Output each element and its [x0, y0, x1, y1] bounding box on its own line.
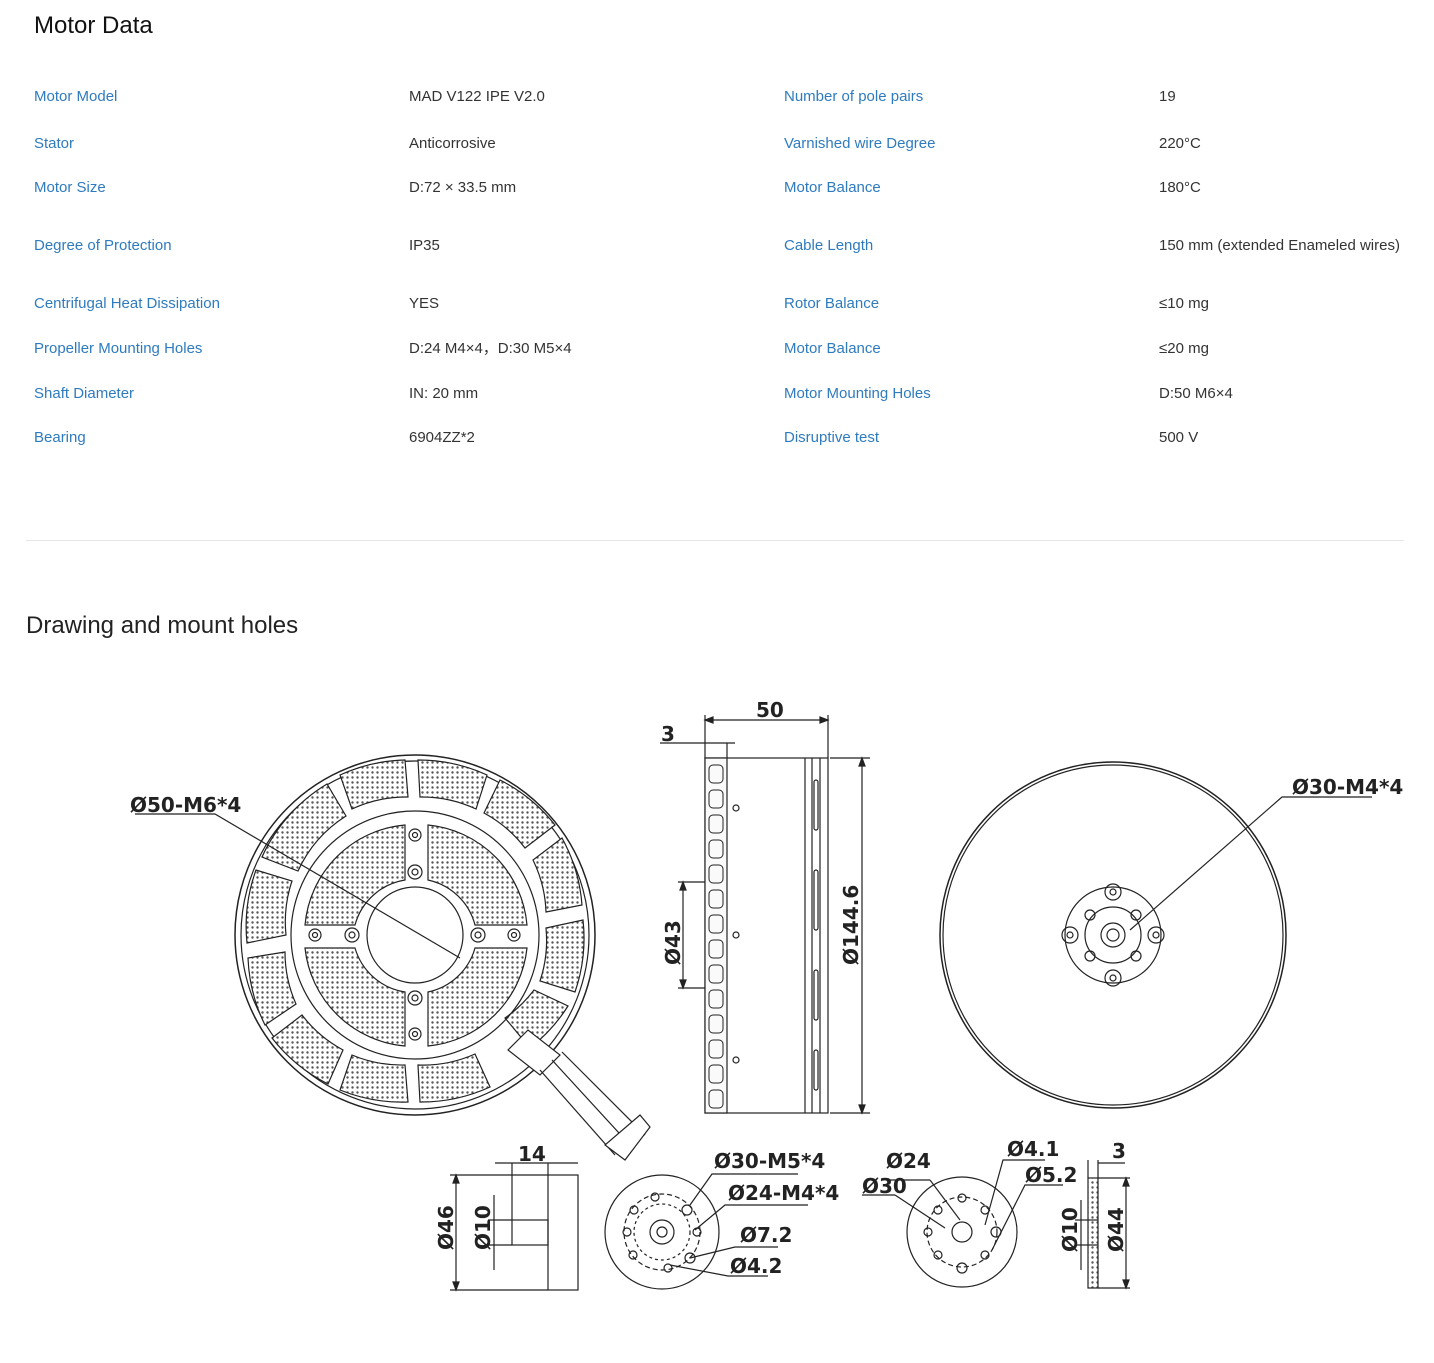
- spec-value: D:24 M4×4，D:30 M5×4: [409, 340, 572, 357]
- spec-value: 6904ZZ*2: [409, 429, 475, 446]
- motor-cable: [507, 1029, 651, 1161]
- spec-label: Motor Size: [34, 179, 106, 196]
- back-view: [939, 761, 1372, 1109]
- dim-side-offset: 3: [661, 722, 675, 746]
- front-view: [135, 754, 651, 1161]
- spec-label: Degree of Protection: [34, 237, 172, 254]
- spec-value: MAD V122 IPE V2.0: [409, 88, 545, 105]
- spec-row: Propeller Mounting Holes D:24 M4×4，D:30 …: [34, 326, 1424, 372]
- spec-value: 150 mm (extended Enameled wires): [1159, 237, 1400, 254]
- spec-value: 180°C: [1159, 179, 1201, 196]
- spec-value: IN: 20 mm: [409, 385, 479, 402]
- spec-label: Motor Balance: [784, 340, 881, 357]
- dim-adapter1-d72: Ø7.2: [740, 1223, 792, 1247]
- dim-plate-inner: Ø10: [1058, 1207, 1082, 1252]
- dim-adapter2-d41: Ø4.1: [1007, 1137, 1059, 1161]
- spec-label: Motor Mounting Holes: [784, 385, 931, 402]
- adapter-plate: [1075, 1160, 1130, 1290]
- spec-value: ≤20 mg: [1159, 340, 1209, 357]
- spec-label: Propeller Mounting Holes: [34, 340, 203, 357]
- dim-side-outer: Ø144.6: [839, 885, 863, 965]
- dim-adapter1-d24: Ø24-M4*4: [728, 1181, 839, 1205]
- dim-adapter1-d30: Ø30-M5*4: [714, 1149, 825, 1173]
- spec-table: Motor Model MAD V122 IPE V2.0 Number of …: [34, 72, 1424, 460]
- spec-label: Motor Balance: [784, 179, 881, 196]
- spec-label: Varnished wire Degree: [784, 135, 936, 152]
- spec-row: Centrifugal Heat Dissipation YES Rotor B…: [34, 282, 1424, 326]
- spec-label: Cable Length: [784, 237, 874, 254]
- motor-technical-drawing: Ø50-M6*4 50 3 Ø43 Ø144.6 Ø30-M4*4 14 Ø46…: [130, 698, 1403, 1292]
- spec-value: ≤10 mg: [1159, 295, 1209, 312]
- stator-windings: [245, 759, 585, 1103]
- dim-plate-outer: Ø44: [1104, 1207, 1128, 1252]
- spec-label: Rotor Balance: [784, 295, 880, 312]
- spec-label: Disruptive test: [784, 429, 880, 446]
- dim-back-holes: Ø30-M4*4: [1292, 775, 1403, 799]
- spec-value: IP35: [409, 237, 440, 254]
- spec-label: Bearing: [34, 429, 86, 446]
- dim-shaft-outer: Ø46: [434, 1205, 458, 1250]
- adapter-view-2: [862, 1159, 1063, 1288]
- spec-label: Centrifugal Heat Dissipation: [34, 295, 220, 312]
- dim-adapter2-d24: Ø24: [886, 1149, 931, 1173]
- spec-row: Shaft Diameter IN: 20 mm Motor Mounting …: [34, 372, 1424, 416]
- dim-front-holes: Ø50-M6*4: [130, 793, 241, 817]
- dim-adapter2-d52: Ø5.2: [1025, 1163, 1077, 1187]
- dim-adapter1-d42: Ø4.2: [730, 1254, 782, 1278]
- section-divider: [26, 540, 1404, 541]
- spec-row: Motor Model MAD V122 IPE V2.0 Number of …: [34, 72, 1424, 122]
- spec-label: Stator: [34, 135, 75, 152]
- spec-row: Bearing 6904ZZ*2 Disruptive test 500 V: [34, 416, 1424, 460]
- spec-value: YES: [409, 295, 440, 312]
- spec-row: Stator Anticorrosive Varnished wire Degr…: [34, 122, 1424, 166]
- dim-shaft-inner: Ø10: [471, 1205, 495, 1250]
- spec-label: Number of pole pairs: [784, 88, 924, 105]
- spec-value: D:72 × 33.5 mm: [409, 179, 517, 196]
- spec-value: Anticorrosive: [409, 135, 496, 152]
- adapter-view-1: [604, 1173, 808, 1290]
- side-view: [660, 715, 870, 1115]
- spec-value: 500 V: [1159, 429, 1199, 446]
- dim-shaft-length: 14: [518, 1142, 546, 1166]
- rotor-sectors: [304, 824, 528, 1047]
- spec-label: Shaft Diameter: [34, 385, 135, 402]
- drawing-section-title: Drawing and mount holes: [26, 612, 299, 639]
- spec-value: 19: [1159, 88, 1176, 105]
- motor-data-title: Motor Data: [34, 12, 153, 39]
- spec-label: Motor Model: [34, 88, 118, 105]
- shaft-view: [450, 1162, 579, 1292]
- spec-value: D:50 M6×4: [1159, 385, 1233, 402]
- dim-adapter2-d30: Ø30: [862, 1174, 907, 1198]
- spec-row: Motor Size D:72 × 33.5 mm Motor Balance …: [34, 166, 1424, 210]
- spec-row: Degree of Protection IP35 Cable Length 1…: [34, 210, 1424, 282]
- dim-side-inner: Ø43: [661, 920, 685, 965]
- dim-plate-thickness: 3: [1112, 1139, 1126, 1163]
- dim-side-width: 50: [756, 698, 784, 722]
- spec-value: 220°C: [1159, 135, 1201, 152]
